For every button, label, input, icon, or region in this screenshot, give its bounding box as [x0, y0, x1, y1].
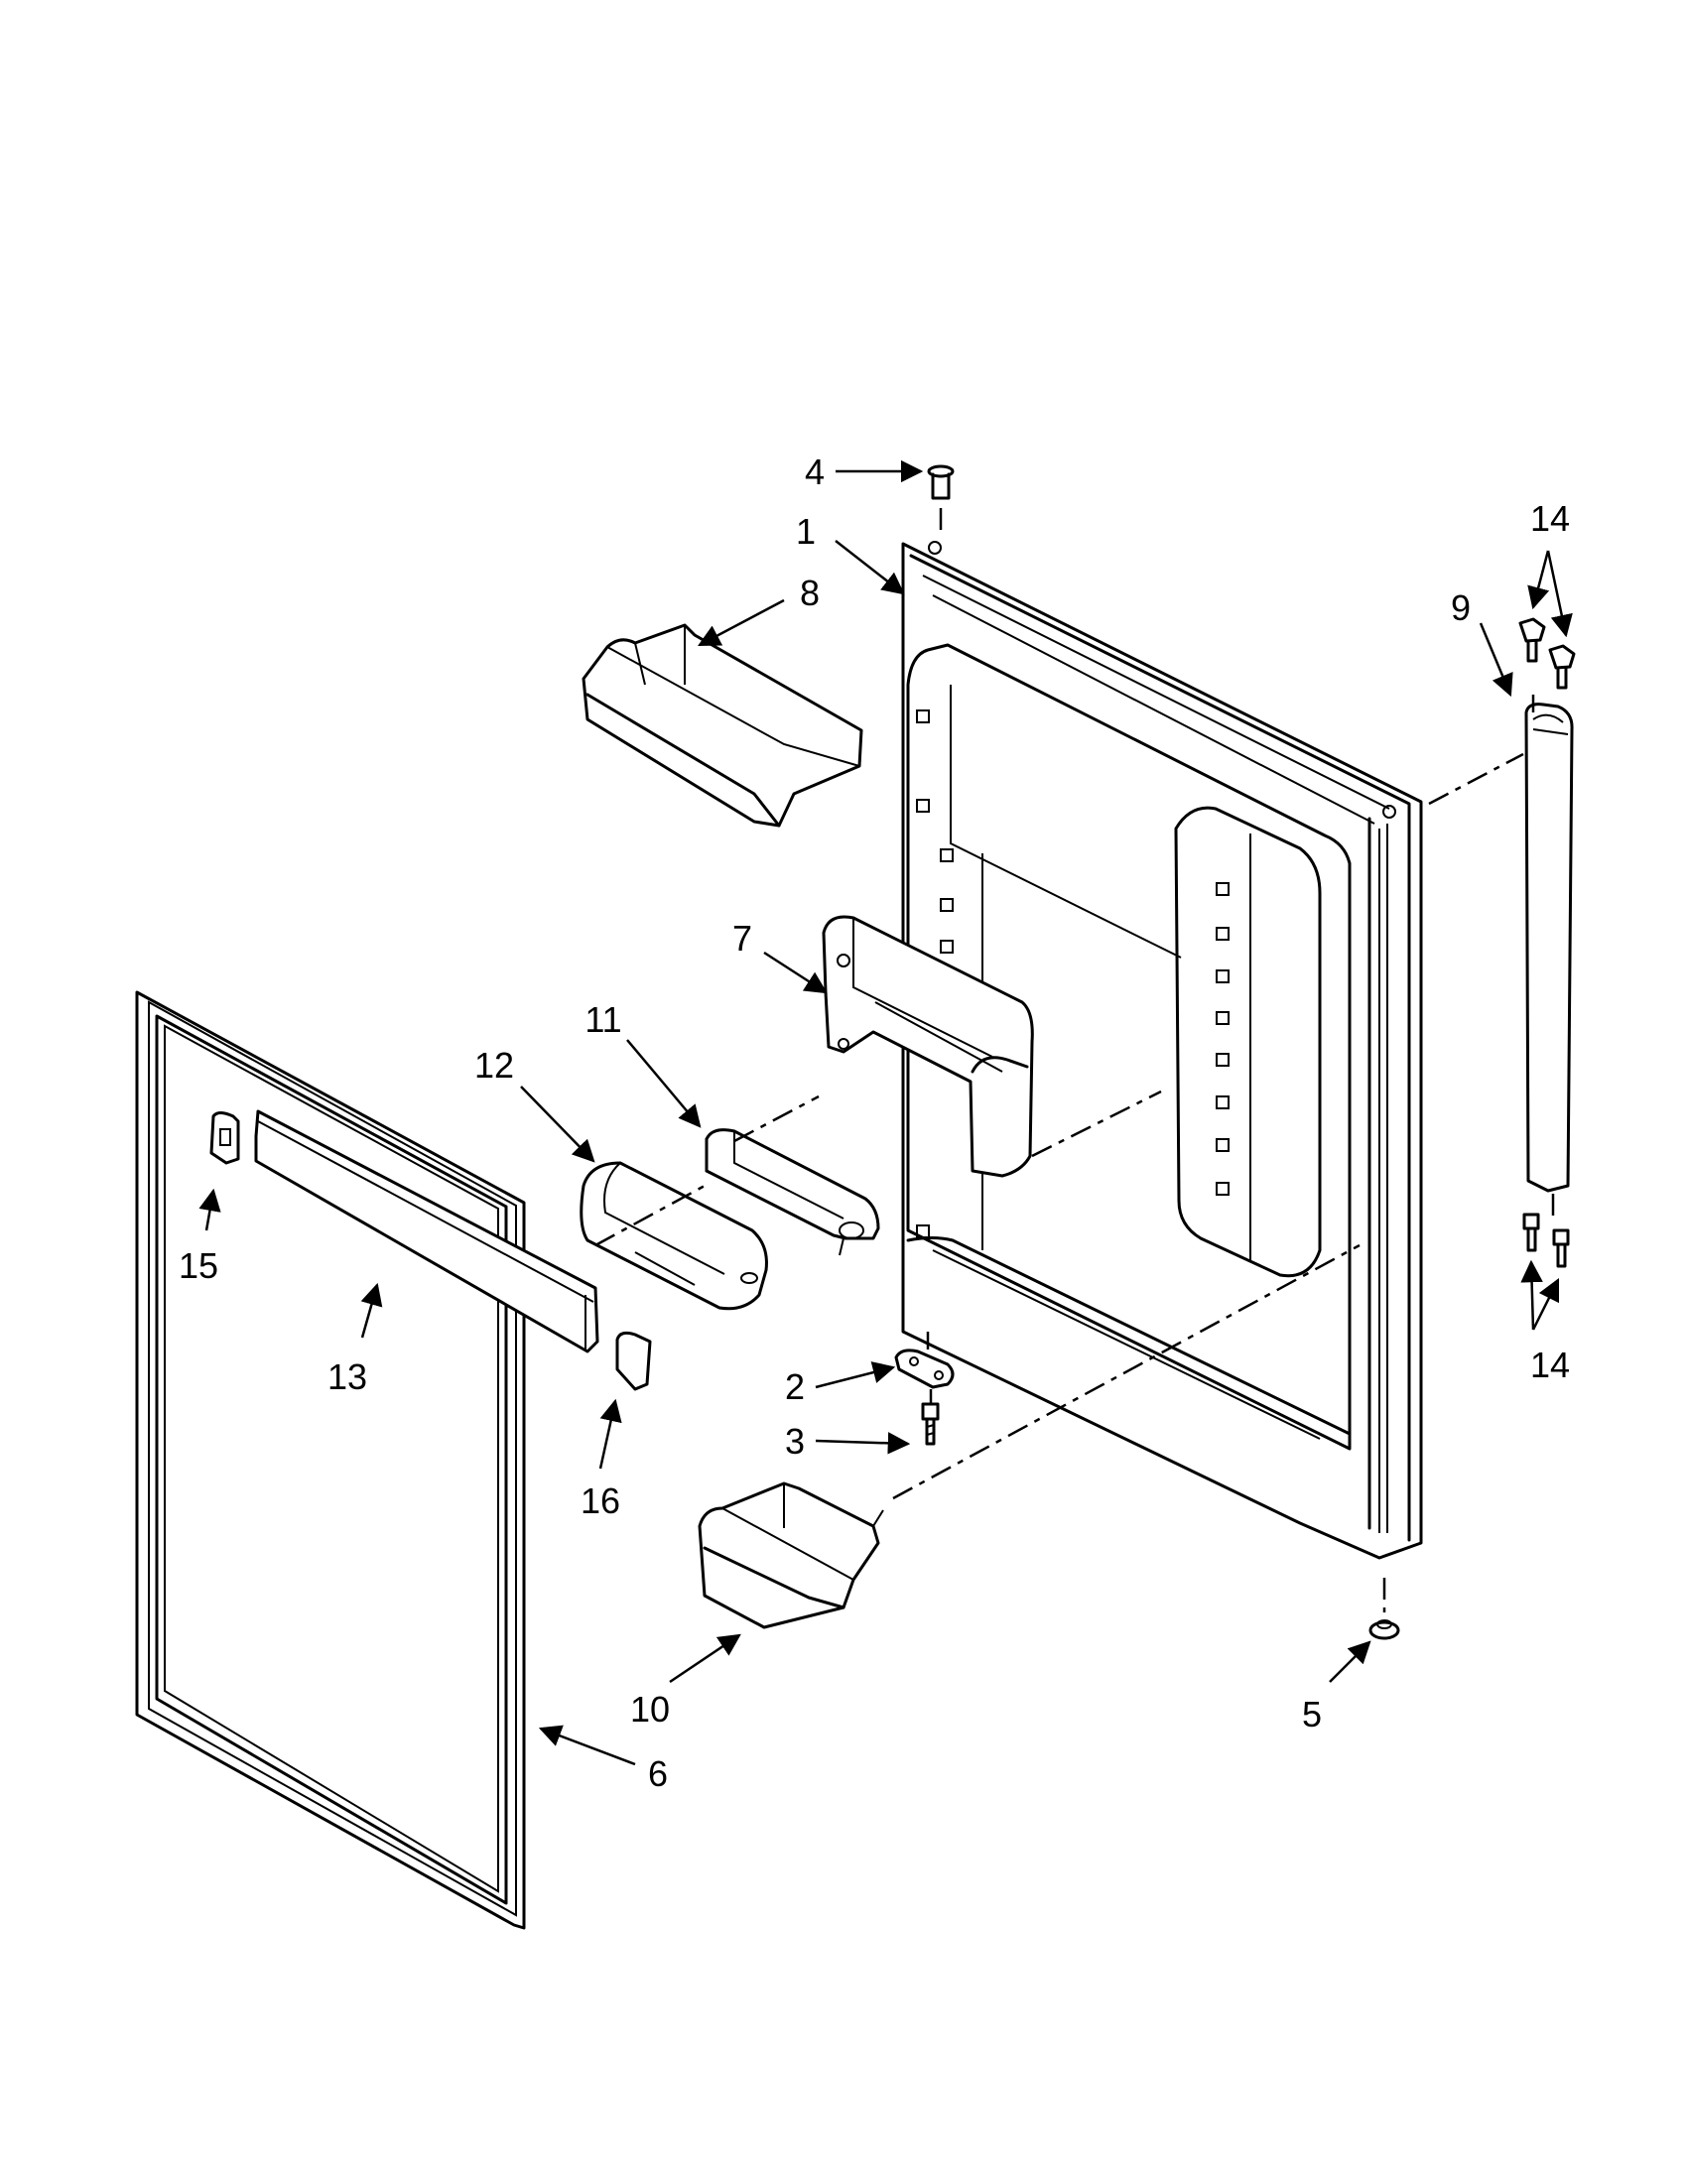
callout-11: 11 — [584, 999, 621, 1040]
callout-4: 4 — [805, 451, 825, 492]
part-door-bin-bottom — [698, 1481, 884, 1629]
callout-5: 5 — [1302, 1694, 1322, 1734]
callout-12: 12 — [474, 1045, 514, 1086]
callout-labels: 1 2 3 4 5 6 7 8 9 10 11 12 13 14 14 15 1… — [179, 451, 1570, 1794]
leader-arrows — [198, 459, 1573, 1766]
callout-13: 13 — [327, 1356, 367, 1397]
part-dairy-cover — [580, 1161, 768, 1311]
part-top-pin — [927, 464, 955, 500]
alignment-lines — [594, 508, 1555, 1612]
callout-10: 10 — [630, 1689, 670, 1730]
part-bottom-bushing — [1368, 1619, 1400, 1640]
callout-9: 9 — [1451, 587, 1471, 628]
part-dairy-compartment — [822, 915, 1034, 1178]
callout-3: 3 — [785, 1421, 805, 1462]
part-hinge-screw — [921, 1402, 940, 1446]
callout-1: 1 — [796, 511, 816, 552]
callout-15: 15 — [179, 1245, 218, 1286]
callout-2: 2 — [785, 1366, 805, 1407]
part-door-gasket — [135, 990, 526, 1930]
part-hinge-bracket — [894, 1349, 955, 1389]
part-screws — [1518, 617, 1576, 1268]
part-trim-strip — [254, 1109, 599, 1353]
callout-14-top: 14 — [1530, 498, 1570, 539]
part-side-trim — [1524, 703, 1574, 1193]
callout-7: 7 — [732, 918, 752, 959]
callout-16: 16 — [581, 1480, 620, 1521]
part-door-bin-top — [582, 623, 863, 828]
callout-8: 8 — [800, 573, 820, 613]
callout-6: 6 — [648, 1753, 668, 1794]
part-right-end-cap — [615, 1331, 652, 1391]
callout-14-bottom: 14 — [1530, 1345, 1570, 1385]
part-dairy-bin — [705, 1128, 880, 1256]
part-left-end-cap — [209, 1111, 240, 1165]
